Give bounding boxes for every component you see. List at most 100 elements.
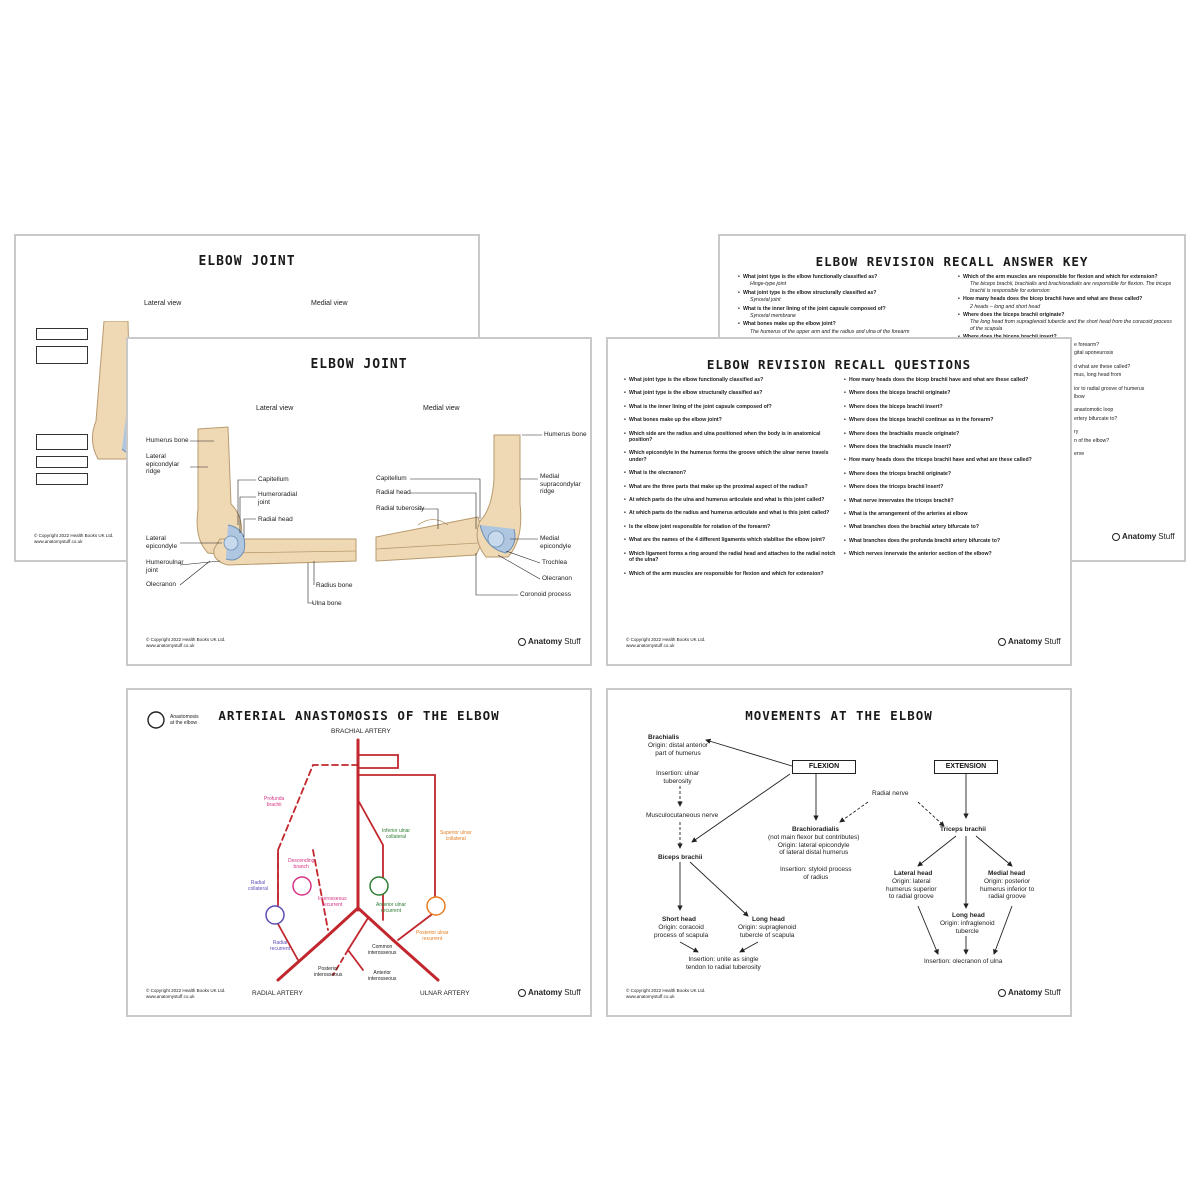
musculocutaneous-nerve-label: Musculocutaneous nerve [646, 812, 719, 819]
lateral-view-label: Lateral view [144, 300, 182, 307]
answer-key-question: What is the inner lining of the joint ca… [738, 306, 946, 313]
answer-key-peek-line: ertery bifurcate to? [1074, 415, 1118, 422]
label-inferior-ulnar-collateral: Inferior ulnar collateral [382, 828, 411, 840]
label-olecranon-lateral: Olecranon [146, 581, 176, 588]
question-item: Where does the triceps brachii originate… [844, 471, 1064, 478]
label-capitellum-medial: Capitellum [376, 475, 407, 482]
triceps-insertion: Insertion: olecranon of ulna [924, 958, 1003, 965]
long-head-triceps-desc: Origin: infraglenoid tubercle [940, 920, 995, 935]
legend-label: Anastomosis at the elbow [170, 714, 199, 726]
label-radius-bone: Radius bone [316, 582, 353, 589]
question-item: At which parts do the ulna and humerus a… [624, 497, 838, 504]
logo-icon [518, 637, 526, 646]
question-item: What is the arrangement of the arteries … [844, 511, 1064, 518]
sheet-title: ELBOW JOINT [310, 357, 408, 372]
logo-icon [998, 637, 1006, 646]
question-item: Where does the triceps brachii insert? [844, 484, 1064, 491]
label-profunda-brachii: Profunda brachii [264, 796, 285, 808]
label-humeroradial-joint: Humeroradial joint [258, 491, 298, 506]
medial-view-label: Medial view [423, 405, 460, 412]
answer-key-peek-line: gital aponeurosis [1074, 350, 1114, 357]
brachioradialis-insertion: Insertion: styloid process of radius [780, 866, 852, 881]
answer-key-peek-line: ior to radial groove of humerus [1074, 385, 1145, 392]
answer-key-question: What joint type is the elbow functionall… [738, 274, 946, 281]
label-ulna-bone: Ulna bone [312, 600, 342, 607]
label-radial-artery: RADIAL ARTERY [252, 990, 303, 997]
recall-questions-sheet: ELBOW REVISION RECALL QUESTIONS What joi… [606, 337, 1072, 666]
question-item: What bones make up the elbow joint? [624, 417, 838, 424]
radial-nerve-label: Radial nerve [872, 790, 909, 797]
answer-key-peek-line: lbow [1074, 394, 1085, 401]
short-head-title: Short head [662, 916, 696, 923]
question-item: At which parts do the radius and humerus… [624, 510, 838, 517]
questions-left-column: What joint type is the elbow functionall… [624, 377, 838, 584]
label-capitellum-lateral: Capitellum [258, 476, 289, 483]
answer-key-answer: The biceps brachii, brachialis and brach… [970, 281, 1172, 294]
question-item: Where does the biceps brachii insert? [844, 404, 1064, 411]
question-item: Which side are the radius and ulna posit… [624, 431, 838, 444]
label-medial-epicondyle: Medial epicondyle [540, 535, 572, 550]
question-item: How many heads does the triceps brachii … [844, 457, 1064, 464]
question-item: What joint type is the elbow structurall… [624, 390, 838, 397]
label-radial-head-medial: Radial head [376, 489, 411, 496]
biceps-insertion: Insertion: unite as single tendon to rad… [686, 956, 761, 971]
answer-key-answer: The long head from supraglenoid tubercle… [970, 319, 1172, 332]
arterial-anastomosis-sheet: ARTERIAL ANASTOMOSIS OF THE ELBOW Anasto… [126, 688, 592, 1017]
label-anterior-interosseous: Anterior interosseous [368, 970, 397, 982]
label-trochlea: Trochlea [542, 559, 568, 566]
medial-head-desc: Origin: posterior humerus inferior to ra… [980, 878, 1035, 900]
label-posterior-ulnar-recurrent: Posterior ulnar recurrent [416, 930, 449, 942]
answer-key-peek-line: n of the elbow? [1074, 437, 1110, 444]
answer-key-peek-line: mus, long head from [1074, 372, 1122, 379]
copyright: © Copyright 2022 Health Books UK Ltd. ww… [34, 533, 114, 544]
answer-key-answer: The humerus of the upper arm and the rad… [750, 328, 910, 335]
biceps-title: Biceps brachii [658, 854, 703, 861]
brachioradialis-title: Brachioradialis [792, 826, 839, 833]
question-item: What is the inner lining of the joint ca… [624, 404, 838, 411]
questions-right-column: How many heads does the bicep brachii ha… [844, 377, 1064, 565]
sheet-title: ELBOW REVISION RECALL QUESTIONS [706, 357, 972, 372]
label-anterior-ulnar-recurrent: Anterior ulnar recurrent [376, 902, 407, 914]
question-item: Is the elbow joint responsible for rotat… [624, 524, 838, 531]
label-radial-collateral: Radial collateral [248, 880, 269, 892]
answer-key-peek-line: erve [1074, 451, 1085, 458]
triceps-title: Triceps brachii [940, 826, 986, 833]
blank-label-box [36, 473, 88, 485]
sheet-title: MOVEMENTS AT THE ELBOW [745, 708, 933, 723]
label-superior-ulnar-collateral: Superior ulnar collateral [440, 830, 472, 842]
label-ulnar-artery: ULNAR ARTERY [420, 990, 470, 997]
brachialis-origin: Origin: distal anterior part of humerus [648, 742, 708, 757]
question-item: Which epicondyle in the humerus forms th… [624, 450, 838, 463]
question-item: Where does the brachialis muscle insert? [844, 444, 1064, 451]
question-item: What nerve innervates the triceps brachi… [844, 498, 1064, 505]
label-descending-branch: Descending branch [288, 858, 315, 870]
logo-icon [518, 988, 526, 997]
answer-key-peek-line: e forearm? [1074, 342, 1100, 348]
copyright: © Copyright 2022 Health Books UK Ltd. ww… [146, 988, 226, 999]
brachialis-insertion: Insertion: ulnar tuberosity [656, 770, 699, 785]
anastomosis-diagram [265, 738, 446, 982]
answer-key-question: How many heads does the bicep brachii ha… [958, 296, 1176, 303]
answer-key-answer: 2 heads – long and short head [970, 303, 1041, 310]
sheet-title: ELBOW REVISION RECALL ANSWER KEY [815, 254, 1089, 269]
label-coronoid-process: Coronoid process [520, 591, 571, 598]
answer-key-answer: Hinge-type joint [750, 281, 787, 288]
copyright: © Copyright 2022 Health Books UK Ltd. ww… [626, 988, 706, 999]
sheet-title: ELBOW JOINT [198, 254, 296, 269]
logo-icon [1112, 532, 1120, 541]
brachialis-title: Brachialis [648, 734, 680, 741]
label-posterior-interosseous: Posterior interosseous [314, 966, 343, 978]
copyright: © Copyright 2022 Health Books UK Ltd. ww… [146, 637, 226, 648]
copyright: © Copyright 2022 Health Books UK Ltd. ww… [626, 637, 706, 648]
label-lateral-epicondyle: Lateral epicondyle [146, 535, 178, 550]
label-interosseous-recurrent: Interosseous recurrent [318, 896, 347, 908]
label-radial-recurrent: Radial recurrent [270, 940, 291, 952]
label-humerus-bone-lateral: Humerus bone [146, 437, 189, 444]
answer-key-question: What bones make up the elbow joint? [738, 321, 946, 328]
legend-circle-icon [147, 711, 165, 729]
label-medial-supracondylar-ridge: Medial supracondylar ridge [540, 473, 581, 495]
